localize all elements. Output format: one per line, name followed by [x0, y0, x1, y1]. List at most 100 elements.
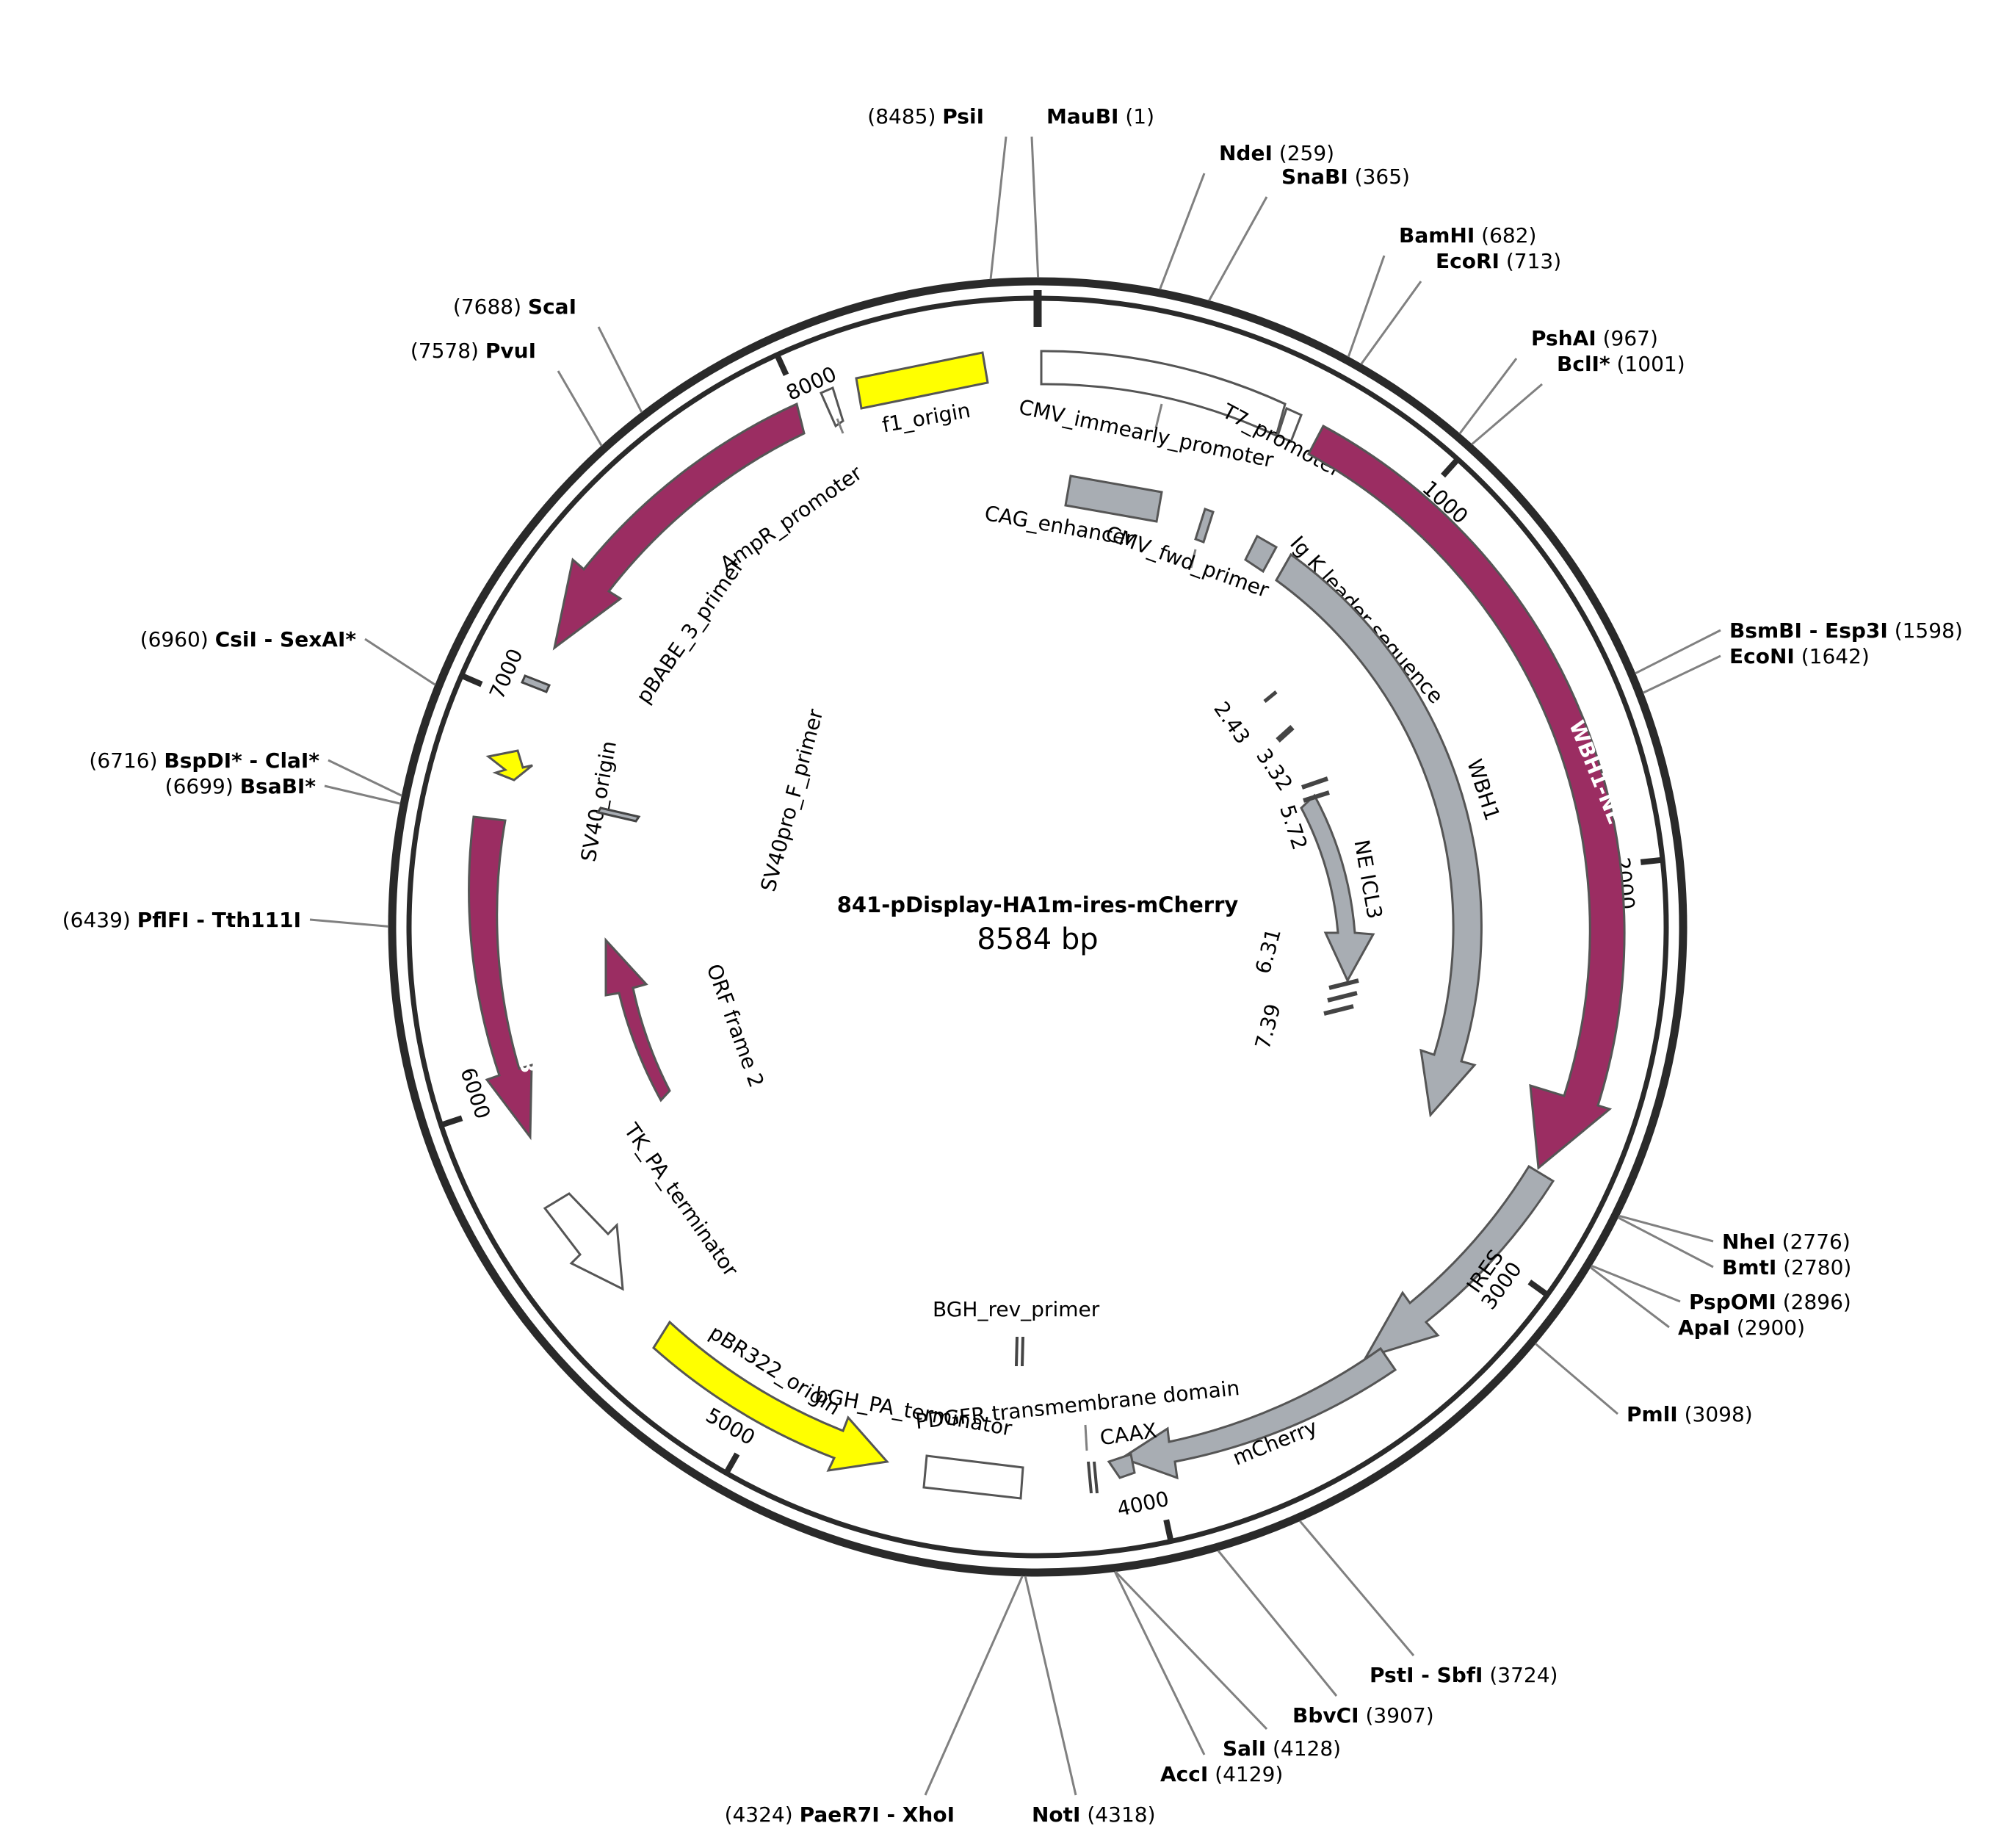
site-line-bamhi	[1347, 255, 1386, 358]
site-label-scai: (7688) ScaI	[453, 295, 576, 319]
site-leader-lines	[309, 136, 1721, 1796]
tick-7000	[460, 673, 483, 687]
site-labels: MauBI (1) (8485) PsiI NdeI (259)SnaBI (365…	[62, 104, 1963, 1827]
site-line-sali	[1114, 1570, 1268, 1730]
orf-frame-2-inner-feature	[604, 937, 671, 1102]
pdgfr-bar-2	[1093, 1461, 1099, 1494]
orf-frame-2-inner-label: ORF frame 2	[702, 961, 769, 1091]
site-label-bbvci: BbvCI (3907)	[1292, 1703, 1434, 1728]
site-label-paer7i-xhoi: (4324) PaeR7I - XhoI	[725, 1802, 955, 1827]
site-line-bmti	[1617, 1216, 1714, 1268]
tick-label-7000: 7000	[485, 645, 528, 703]
site-label-psii: (8485) PsiI	[867, 104, 984, 129]
site-label-csii-sexai-: (6960) CsiI - SexAI*	[140, 627, 357, 652]
site-line-ecori	[1360, 281, 1422, 365]
cmv-immearly-promoter-feature	[1040, 350, 1287, 438]
site-label-acci: AccI (4129)	[1160, 1762, 1283, 1786]
marker-3-32: 3.32	[1251, 744, 1298, 795]
map-size: 8584 bp	[977, 923, 1098, 956]
site-label-bspdi-clai-: (6716) BspDI* - ClaI*	[89, 748, 319, 773]
site-label-psti-sbfi: PstI - SbfI (3724)	[1370, 1663, 1558, 1687]
pdgfr-bar-1	[1087, 1461, 1093, 1494]
site-label-econi: EcoNI (1642)	[1729, 644, 1870, 668]
caax-feature	[1107, 1453, 1136, 1479]
f1-origin-feature	[855, 351, 989, 410]
mcherry-feature	[1119, 1346, 1397, 1480]
site-line-bspdi-clai-	[328, 759, 402, 797]
site-line-bcli-	[1471, 383, 1543, 445]
orf-frame-2-outer-feature	[552, 402, 806, 651]
site-label-pflfi-tth111i: (6439) PflFI - Tth111I	[62, 908, 301, 932]
site-line-maubi	[1030, 136, 1040, 278]
tick-6000	[440, 1115, 463, 1128]
site-line-bbvci	[1217, 1550, 1338, 1697]
site-line-pvui	[557, 370, 603, 447]
site-line-bsabi-	[324, 784, 401, 805]
site-line-psti-sbfi	[1298, 1520, 1415, 1656]
bgh-rev-primer-label: BGH_rev_primer	[933, 1297, 1100, 1321]
cmv-fwd-primer-feature	[1194, 508, 1215, 544]
t7-promoter-feature	[1276, 406, 1303, 444]
wbh1-feature	[1275, 552, 1483, 1118]
site-label-apai: ApaI (2900)	[1678, 1315, 1805, 1340]
site-line-psii	[989, 136, 1008, 280]
site-line-nhei	[1618, 1214, 1714, 1243]
sv40-origin-label: SV40_origin	[576, 739, 621, 863]
orf-frame-3-feature	[468, 815, 533, 1141]
site-line-apai	[1589, 1266, 1670, 1329]
site-label-bcli-: BclI* (1001)	[1557, 352, 1685, 376]
marker-7-39: 7.39	[1251, 1001, 1286, 1052]
site-label-pshai: PshAI (967)	[1531, 326, 1658, 350]
bgh-pa-terminator-feature	[922, 1454, 1024, 1500]
site-label-pmli: PmlI (3098)	[1627, 1402, 1753, 1426]
tk-pa-terminator-label: TK_PA_terminator	[619, 1118, 743, 1281]
site-label-snabi: SnaBI (365)	[1281, 165, 1410, 189]
site-line-pspomi	[1591, 1264, 1681, 1303]
igk-leader-label: Ig K leader sequence	[1285, 531, 1448, 708]
marker-2-43: 2.43	[1209, 697, 1255, 748]
ampr-leader	[836, 418, 844, 434]
site-label-maubi: MauBI (1)	[1046, 104, 1154, 129]
f1-origin-label: f1_origin	[880, 398, 972, 438]
site-line-bsmbi-esp3i	[1635, 629, 1721, 675]
cmv-immearly-leader	[1154, 403, 1163, 429]
site-label-bmti: BmtI (2780)	[1722, 1255, 1851, 1279]
site-line-csii-sexai-	[364, 638, 436, 686]
tk-pa-terminator-feature	[543, 1192, 624, 1291]
site-line-pmli	[1534, 1343, 1618, 1415]
site-label-bsmbi-esp3i: BsmBI - Esp3I (1598)	[1729, 618, 1963, 643]
pdgfr-leader	[1084, 1424, 1088, 1451]
site-label-ndei: NdeI (259)	[1219, 141, 1334, 165]
marker-bars	[1263, 690, 1359, 1016]
tick-1000	[1441, 457, 1461, 478]
sv40pro-f-primer-feature	[596, 806, 641, 823]
cmv-fwd-leader	[1190, 549, 1197, 569]
wbh1-ne-feature	[1306, 424, 1626, 1170]
sv40-origin-feature	[485, 749, 533, 782]
tick-marks	[440, 290, 1663, 1542]
site-line-acci	[1113, 1571, 1206, 1755]
site-line-econi	[1642, 654, 1721, 694]
site-line-pflfi-tth111i	[309, 918, 389, 928]
site-label-bamhi: BamHI (682)	[1399, 223, 1536, 248]
site-label-pvui: (7578) PvuI	[410, 339, 536, 363]
site-line-snabi	[1208, 196, 1268, 302]
site-label-ecori: EcoRI (713)	[1436, 249, 1561, 273]
site-line-noti	[1024, 1576, 1077, 1796]
wbh1-label: WBH1	[1462, 756, 1505, 823]
tick-label-4000: 4000	[1115, 1487, 1171, 1521]
site-line-scai	[597, 326, 643, 414]
pbr322-origin-feature	[652, 1320, 889, 1472]
site-label-nhei: NheI (2776)	[1722, 1230, 1851, 1254]
tick-2000	[1640, 856, 1663, 865]
marker-6-31: 6.31	[1251, 926, 1286, 977]
site-line-pshai	[1458, 358, 1518, 435]
sv40pro-f-primer-label: SV40pro_F_primer	[756, 706, 828, 894]
tick-3000	[1527, 1279, 1549, 1298]
map-title: 841-pDisplay-HA1m-ires-mCherry	[837, 892, 1239, 917]
bgh-rev-bar-1	[1015, 1336, 1019, 1367]
tick-label-6000: 6000	[455, 1064, 495, 1122]
tick-5000	[723, 1452, 740, 1475]
tick-8000	[774, 353, 789, 376]
